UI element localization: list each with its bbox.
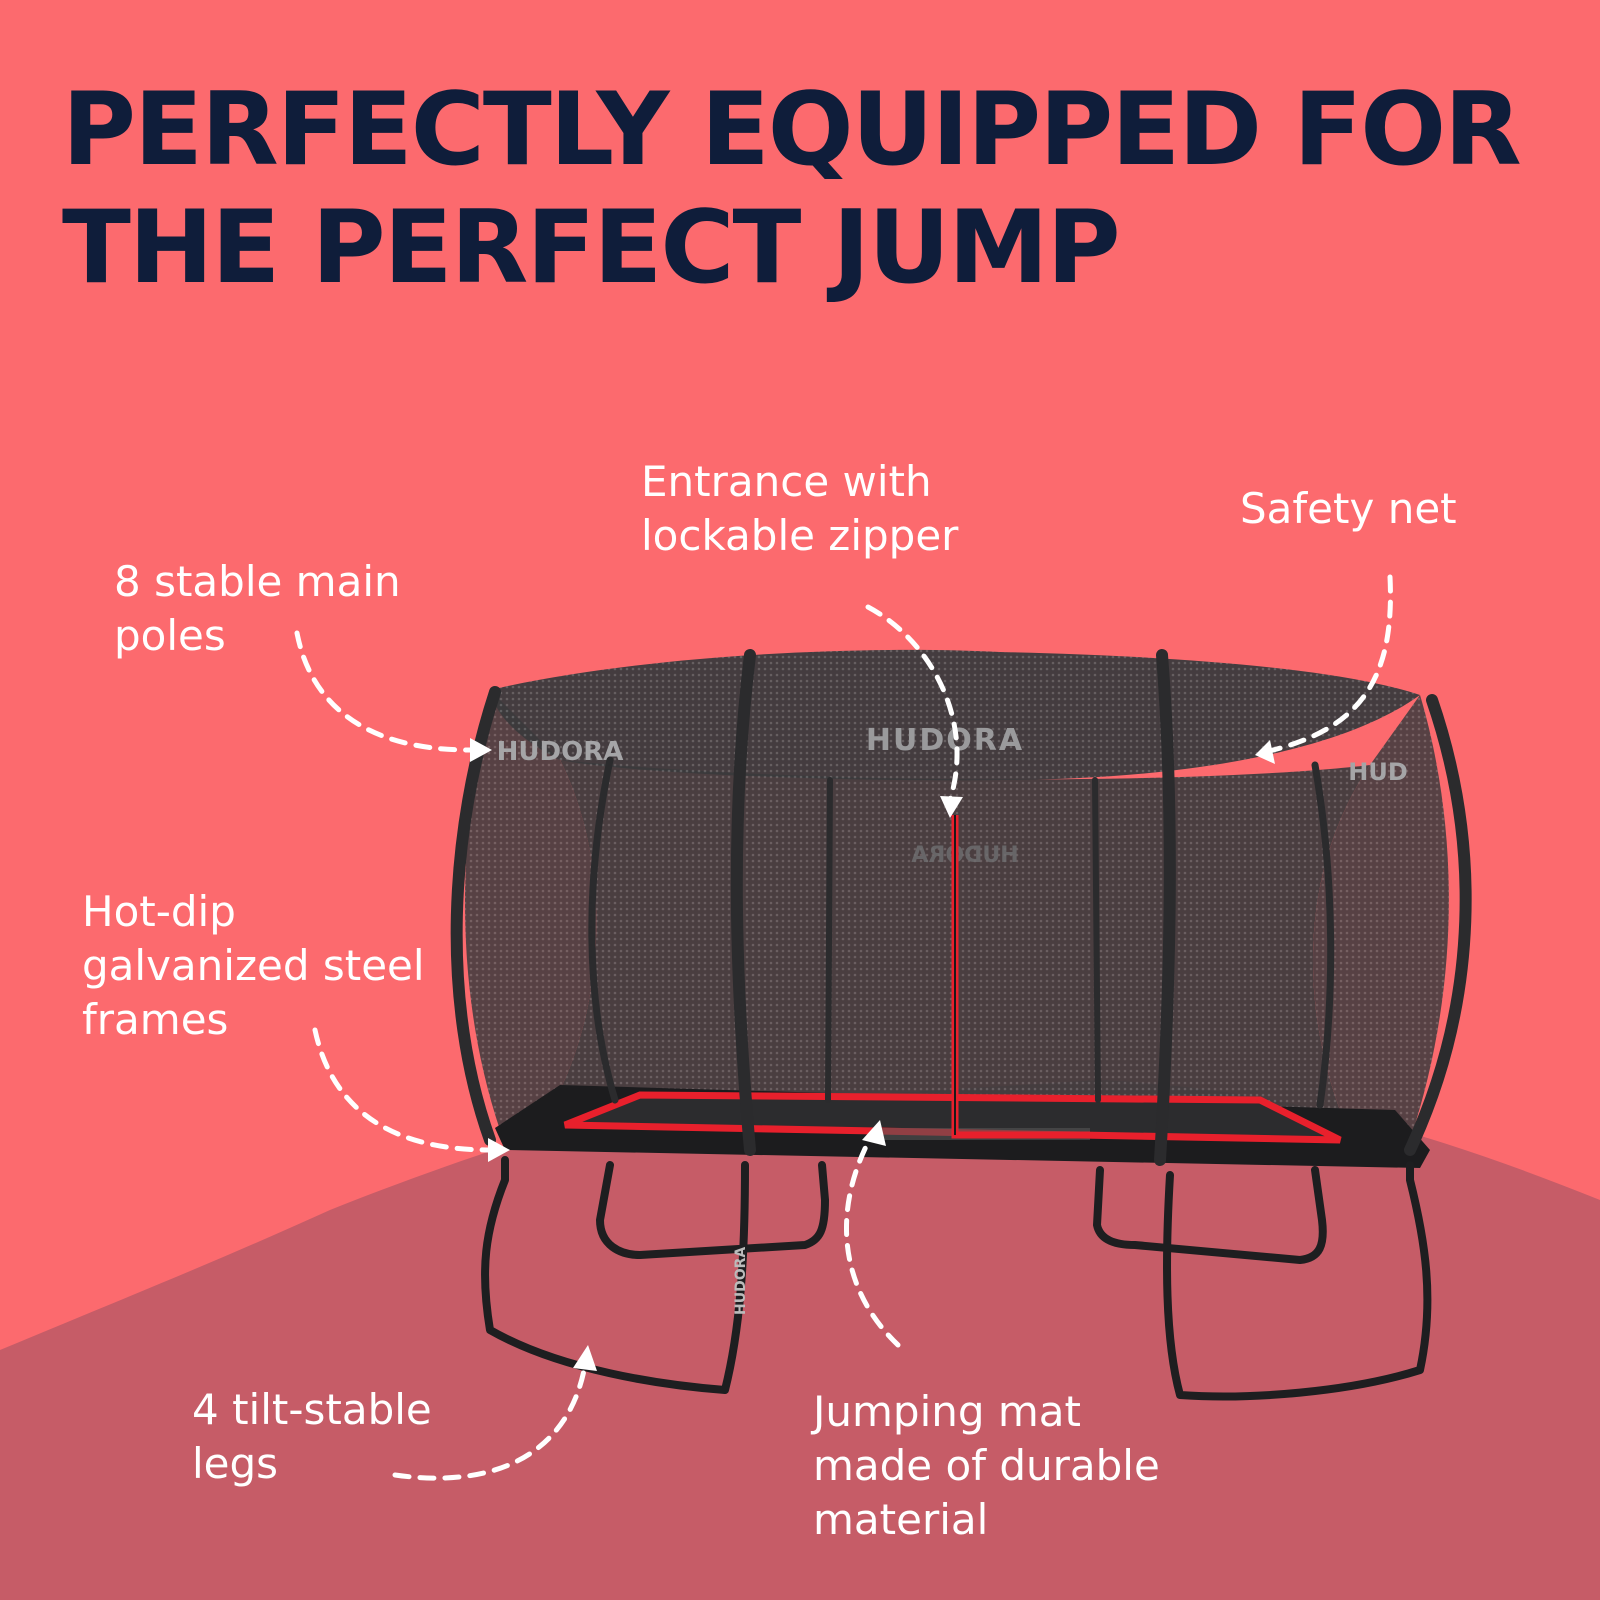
- pole: [1404, 694, 1472, 1156]
- arrowhead-mat: [862, 1120, 886, 1146]
- arrowhead-safety-net: [1255, 740, 1275, 764]
- headline: PERFECTLY EQUIPPED FOR THE PERFECT JUMP: [62, 70, 1522, 306]
- callout-frames-line-3: frames: [82, 995, 229, 1044]
- callout-legs-line-2: legs: [192, 1439, 279, 1488]
- leg: [1093, 1166, 1327, 1264]
- leg: [481, 1156, 749, 1394]
- callout-poles-line-1: 8 stable main: [114, 557, 401, 606]
- arrow-poles: [294, 630, 473, 753]
- callout-frames: Hot-dip galvanized steel frames: [82, 885, 425, 1047]
- net-top: [490, 649, 1420, 781]
- pole: [1311, 761, 1335, 1109]
- callout-legs: 4 tilt-stable legs: [192, 1383, 432, 1491]
- trampoline-image: HUDORA HUDORA HUDORA HUD: [450, 649, 1472, 1401]
- arrow-mat: [844, 1130, 901, 1348]
- callout-mat-line-2: made of durable: [813, 1441, 1160, 1490]
- pole: [825, 777, 833, 1103]
- leg: [596, 1161, 829, 1259]
- callout-poles-line-2: poles: [114, 611, 226, 660]
- pole: [730, 649, 756, 1156]
- pole: [1154, 649, 1176, 1166]
- arrow-legs: [392, 1362, 588, 1481]
- pole: [1092, 777, 1101, 1103]
- callout-entrance-line-2: lockable zipper: [641, 511, 959, 560]
- callout-legs-line-1: 4 tilt-stable: [192, 1385, 432, 1434]
- arrow-entrance: [865, 604, 960, 803]
- callout-mat-line-1: Jumping mat: [813, 1387, 1081, 1436]
- net-left: [465, 690, 597, 1130]
- leg: [1163, 1161, 1432, 1401]
- callout-entrance-line-1: Entrance with: [641, 457, 932, 506]
- callout-mat-line-3: material: [813, 1495, 989, 1544]
- leg-logo: HUDORA: [733, 1247, 749, 1315]
- callout-poles: 8 stable main poles: [114, 555, 401, 663]
- net-logo: HUDORA: [866, 723, 1024, 758]
- headline-line-1: PERFECTLY EQUIPPED FOR: [62, 70, 1522, 188]
- arrowhead-legs: [573, 1345, 597, 1371]
- callout-frames-line-2: galvanized steel: [82, 941, 425, 990]
- net-wall: [550, 760, 1370, 1110]
- arrow-safety-net: [1262, 574, 1393, 755]
- net-right: [1312, 695, 1449, 1140]
- net-logo-mirror: HUDORA: [911, 843, 1018, 868]
- arrow-frames: [312, 1027, 493, 1153]
- arrowhead-poles: [470, 738, 492, 762]
- ground-shape: [0, 1080, 1600, 1600]
- callout-entrance: Entrance with lockable zipper: [641, 455, 958, 563]
- pole: [588, 756, 619, 1104]
- arrow-heads: [470, 738, 1275, 1371]
- callout-arrows: [294, 574, 1393, 1481]
- callout-mat: Jumping mat made of durable material: [813, 1385, 1160, 1547]
- callout-frames-line-1: Hot-dip: [82, 887, 236, 936]
- callout-safety-net: Safety net: [1240, 482, 1457, 536]
- net-logo-left: HUDORA: [497, 737, 624, 767]
- net-logo-right: HUD: [1348, 758, 1408, 786]
- arrowhead-entrance: [940, 796, 963, 818]
- arrowhead-frames: [488, 1138, 510, 1162]
- headline-line-2: THE PERFECT JUMP: [62, 188, 1121, 306]
- callout-safety-net-line-1: Safety net: [1240, 484, 1457, 533]
